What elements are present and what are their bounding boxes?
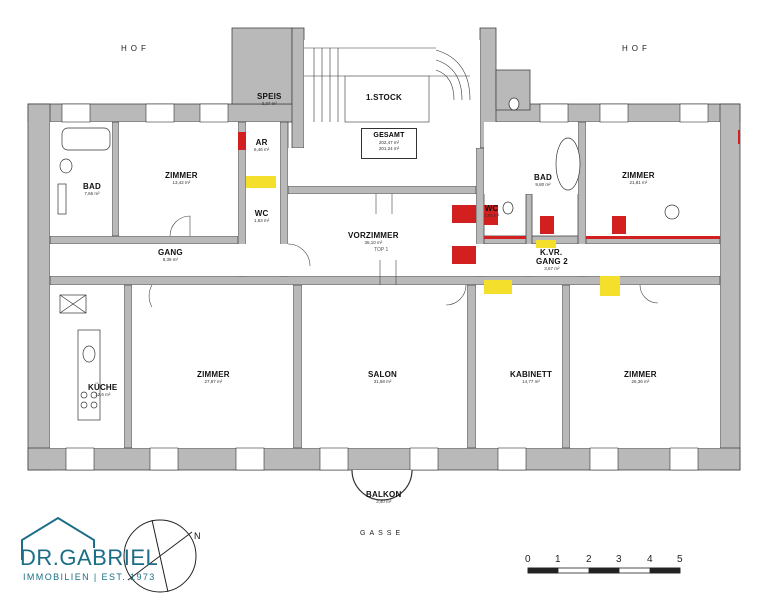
room-name: BAD [534,173,552,182]
scale-tick: 3 [616,554,622,565]
room-area: 2,06 m² [484,213,500,218]
balcony [351,469,413,501]
gesamt-line1: 202,47 m² [378,140,400,145]
room-area: 13,42 m² [172,180,191,185]
room-label-salon: SALON 31,58 m² [368,371,397,385]
room-name: ZIMMER [624,370,657,379]
room-name: GANG 2 [536,257,568,266]
room-label-zimmer-top-left: ZIMMER 13,42 m² [165,172,198,186]
brand-logo-text: DR.GABRIEL [20,545,159,570]
room-name: BAD [83,182,101,191]
scale-tick: 5 [677,554,683,565]
room-name: AR [255,138,268,147]
room-name: ZIMMER [622,171,655,180]
staircase [304,47,471,123]
hof-right-label: HOF [622,44,651,53]
room-label-wc-left: WC 1,63 m² [254,210,269,224]
scale-bar [527,567,681,574]
room-area: 12,6 m² [95,392,111,397]
room-area: 3,67 m² [544,266,560,271]
room-label-vorzimmer: VORZIMMER 36,10 m² [348,232,399,246]
room-name: WC [484,204,499,213]
room-label-kabinett: KABINETT 14,77 m² [510,371,552,385]
room-area: 3,40 m² [376,499,392,504]
north-label: N [194,531,201,541]
gesamt-title: GESAMT [373,132,405,139]
room-label-gang2: GANG 2 3,67 m² [536,258,568,272]
room-name: GANG [158,248,183,257]
windows-top [61,103,709,123]
room-label-bad-left: BAD 7,66 m² [83,183,101,197]
room-name: ZIMMER [165,171,198,180]
door-markers [238,130,740,264]
scale-tick: 2 [586,554,592,565]
scale-tick: 0 [525,554,531,565]
hof-left-label: HOF [121,44,150,53]
room-label-zimmer-right: ZIMMER 26,36 m² [624,371,657,385]
room-area: 26,36 m² [631,379,650,384]
fixtures [57,97,680,421]
room-name: BALKON [366,490,402,499]
room-name: SALON [368,370,397,379]
room-area: 31,58 m² [373,379,392,384]
windows-bottom [65,447,699,471]
room-area: 1,63 m² [254,218,270,223]
gesamt-line2: 201,24 m² [378,146,400,151]
room-label-balkon: BALKON 3,40 m² [366,491,401,505]
room-label-kueche: KÜCHE 12,6 m² [88,384,117,398]
stairs-label: 1.STOCK [366,93,402,102]
gasse-label: GASSE [360,530,405,537]
room-name: SPEIS [257,92,282,101]
room-label-speis: SPEIS 3,37 m² [257,93,282,107]
room-name: K.VR. [540,248,563,257]
room-name: WC [254,209,269,218]
room-label-zimmer-left: ZIMMER 27,87 m² [197,371,230,385]
brand-tagline: IMMOBILIEN | EST. 1973 [23,572,156,582]
room-label-bad-right: BAD 9,80 m² [534,174,552,188]
room-area: 27,87 m² [204,379,223,384]
door-swings [148,194,659,308]
room-area: 6,46 m² [254,147,270,152]
highlights [246,176,620,296]
room-name: ZIMMER [197,370,230,379]
room-label-gang: GANG 8,39 m² [158,249,183,263]
room-area: 36,10 m² [364,240,383,245]
room-label-wc-right: WC 2,06 m² [484,205,499,219]
room-area: 21,81 m² [629,180,648,185]
room-name: KABINETT [510,370,553,379]
room-area: 8,39 m² [162,257,179,262]
room-name: VORZIMMER [348,231,399,240]
scale-tick: 4 [647,554,653,565]
scale-tick: 1 [555,554,561,565]
room-area: 14,77 m² [522,379,540,384]
logo-house-icon [21,516,95,560]
room-area: 3,37 m² [261,101,277,106]
room-area: 9,80 m² [535,182,551,187]
compass [123,519,197,593]
room-label-kvr: K.VR. [540,249,562,257]
gesamt-box: GESAMT 202,47 m² 201,24 m² [361,128,417,159]
room-name: KÜCHE [88,383,118,392]
room-area: 7,66 m² [84,191,100,196]
top-label: TOP 1 [374,247,389,253]
room-label-zimmer-top-right: ZIMMER 21,81 m² [622,172,655,186]
room-label-ar: AR 6,46 m² [254,139,269,153]
